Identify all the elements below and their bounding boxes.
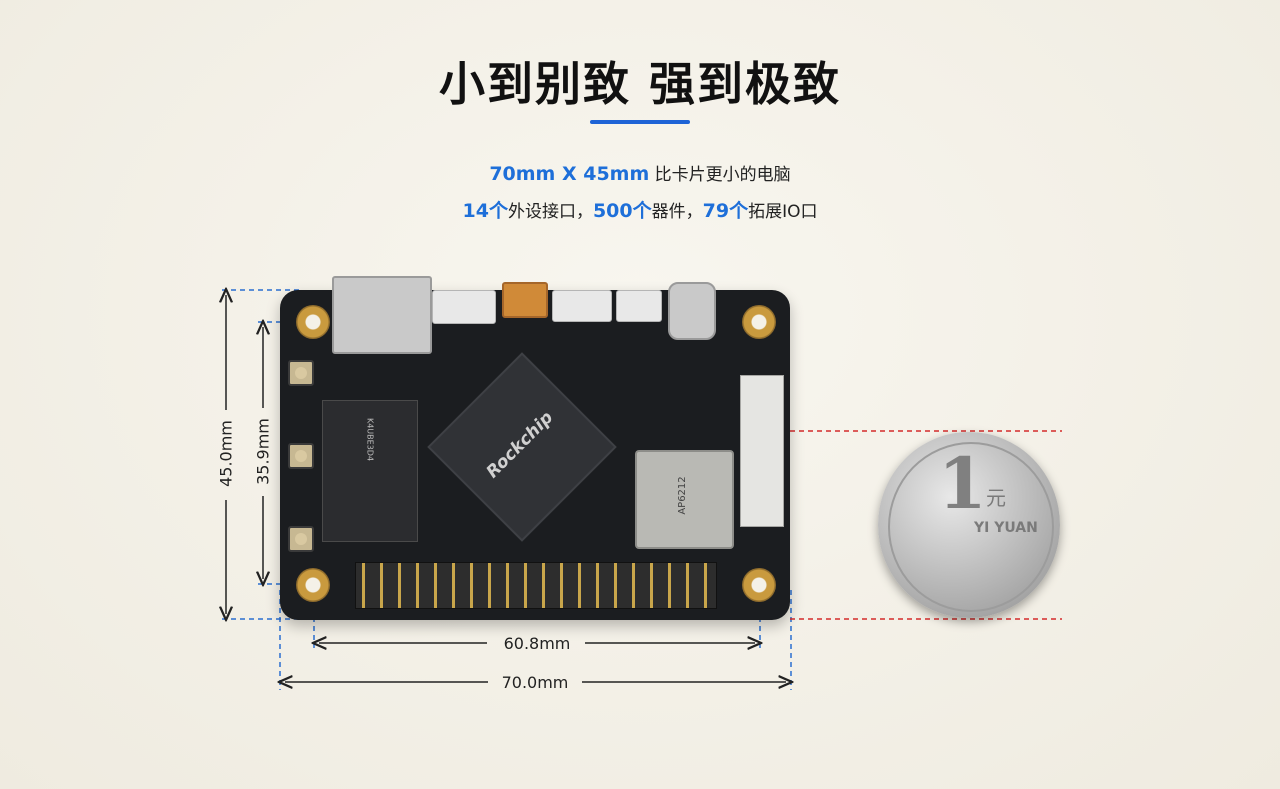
rst-button [288, 443, 314, 469]
spec-components-count: 500个 [592, 200, 652, 222]
wifi-module [635, 450, 734, 549]
spec-components-text: 器件， [651, 202, 703, 222]
mount-hole-bl [296, 568, 330, 602]
coin-rim [888, 442, 1054, 612]
rec-button [288, 526, 314, 552]
page-title: 小到别致 强到极致 [438, 57, 841, 111]
spec-ports-text: 外设接口， [507, 202, 593, 222]
dim-height-outer: 45.0mm [216, 420, 236, 487]
dim-width-inner: 60.8mm [503, 634, 571, 653]
spec-ports-count: 14个 [462, 200, 508, 222]
usb-c-port [668, 282, 716, 340]
coin-unit: 元 [986, 486, 1006, 510]
debug-connector [432, 290, 496, 324]
mount-hole-tl [296, 305, 330, 339]
coin-image: 1 元 YI YUAN [878, 432, 1060, 618]
size-text: 比卡片更小的电脑 [649, 165, 791, 185]
power-connector [616, 290, 662, 322]
size-highlight: 70mm X 45mm [489, 163, 650, 185]
mount-hole-tr [742, 305, 776, 339]
ram-label: K4UBE3D4 [365, 417, 375, 462]
usb-host-port [332, 276, 432, 354]
spec-io-count: 79个 [702, 200, 749, 222]
pwr-button [288, 360, 314, 386]
coin-number: 1 [938, 442, 987, 525]
dev-board-image: K4UBE3D4 Rockchip AP6212 [280, 276, 790, 620]
subtitle-specs: 14个外设接口，500个器件，79个拓展IO口 [0, 196, 1280, 223]
edp-connector [740, 375, 784, 527]
dim-height-inner: 35.9mm [253, 418, 273, 485]
mount-hole-br [742, 568, 776, 602]
dim-width-outer: 70.0mm [501, 673, 569, 692]
subtitle-size: 70mm X 45mm 比卡片更小的电脑 [0, 160, 1280, 185]
wifi-label: AP6212 [677, 476, 688, 515]
coin-text: YI YUAN [974, 520, 1038, 536]
spec-io-text: 拓展IO口 [748, 202, 818, 222]
gpio-header [355, 562, 717, 609]
ram-chip [322, 400, 418, 542]
audio-connector [552, 290, 612, 322]
title-underline [590, 120, 690, 124]
micro-hdmi-port [502, 282, 548, 318]
